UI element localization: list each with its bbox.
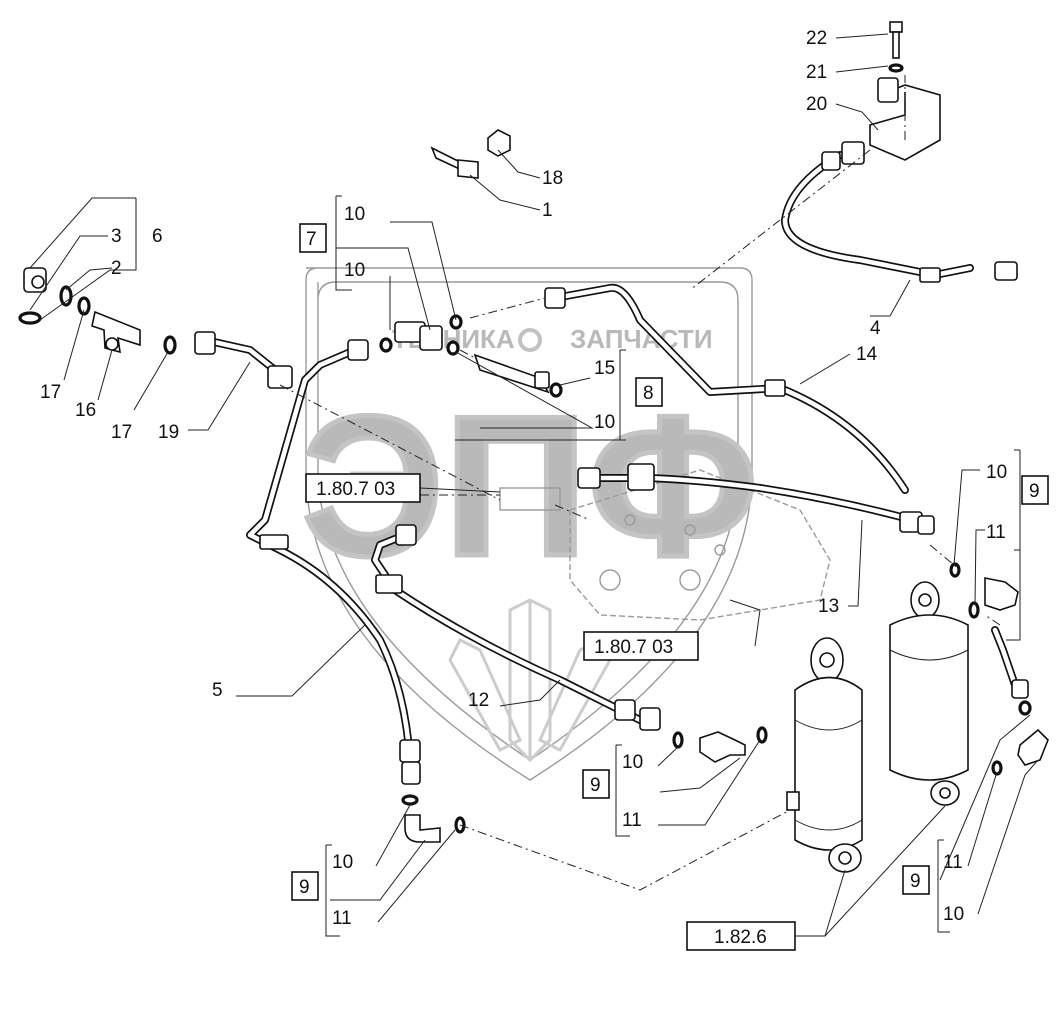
callout-3: 3 xyxy=(111,226,122,247)
hydraulic-cylinder-right xyxy=(889,581,969,806)
callout-16: 16 xyxy=(75,400,96,421)
watermark-wheat-icon xyxy=(448,598,612,763)
group-box-9-middle: 9 xyxy=(590,775,601,796)
watermark-right-word: ЗАПЧАСТИ xyxy=(570,324,713,354)
callout-22: 22 xyxy=(806,28,827,49)
leader-lines xyxy=(29,33,1039,937)
group-box-9-bottom-right: 9 xyxy=(910,871,921,892)
callout-13: 13 xyxy=(818,596,839,617)
callout-18: 18 xyxy=(542,168,563,189)
reference-1-80-7-03-left: 1.80.7 03 xyxy=(316,479,395,500)
reference-1-82-6: 1.82.6 xyxy=(714,927,767,948)
callout-11-bottom-right: 11 xyxy=(943,852,963,873)
callout-15: 15 xyxy=(594,358,615,379)
reference-boxes: 1.80.7 03 1.80.7 03 1.82.6 xyxy=(305,473,796,951)
callout-10-top: 10 xyxy=(344,204,365,225)
callout-2: 2 xyxy=(111,258,122,279)
callout-12: 12 xyxy=(468,690,489,711)
group-box-9-right-top: 9 xyxy=(1029,481,1040,502)
fittings xyxy=(18,21,1049,843)
callout-10-bottom-right: 10 xyxy=(943,904,964,925)
group-box-7: 7 xyxy=(306,229,317,250)
callout-14: 14 xyxy=(856,344,878,365)
callout-10-middle: 10 xyxy=(622,752,643,773)
group-box-8: 8 xyxy=(643,383,654,404)
callouts: 22 21 20 18 1 3 6 2 17 16 17 19 10 10 15… xyxy=(40,28,1007,929)
callout-1: 1 xyxy=(542,200,553,221)
reference-1-80-7-03-middle: 1.80.7 03 xyxy=(594,637,673,658)
watermark: ТЕХНИКА ЗАПЧАСТИ ЭПФ xyxy=(299,267,761,781)
callout-17-right: 17 xyxy=(111,422,132,443)
group-boxes: 7 8 9 9 9 9 xyxy=(291,195,1049,937)
callout-5: 5 xyxy=(212,680,223,701)
callout-11-middle: 11 xyxy=(622,810,642,831)
callout-19: 19 xyxy=(158,422,179,443)
callout-21: 21 xyxy=(806,62,827,83)
callout-11-bottom-left: 11 xyxy=(332,908,352,929)
watermark-gear-icon xyxy=(518,328,542,352)
hydraulic-cylinder-left xyxy=(786,637,863,873)
group-box-9-bottom-left: 9 xyxy=(299,877,310,898)
callout-10-mid: 10 xyxy=(344,260,365,281)
callout-11-right-top: 11 xyxy=(986,522,1006,543)
callout-17-left: 17 xyxy=(40,382,61,403)
callout-10-bottom-left: 10 xyxy=(332,852,353,873)
callout-6: 6 xyxy=(152,226,163,247)
callout-20: 20 xyxy=(806,94,827,115)
assembly-lines xyxy=(279,75,1001,891)
callout-10-lower: 10 xyxy=(594,412,615,433)
callout-10-right-top: 10 xyxy=(986,462,1007,483)
callout-4: 4 xyxy=(870,318,881,339)
